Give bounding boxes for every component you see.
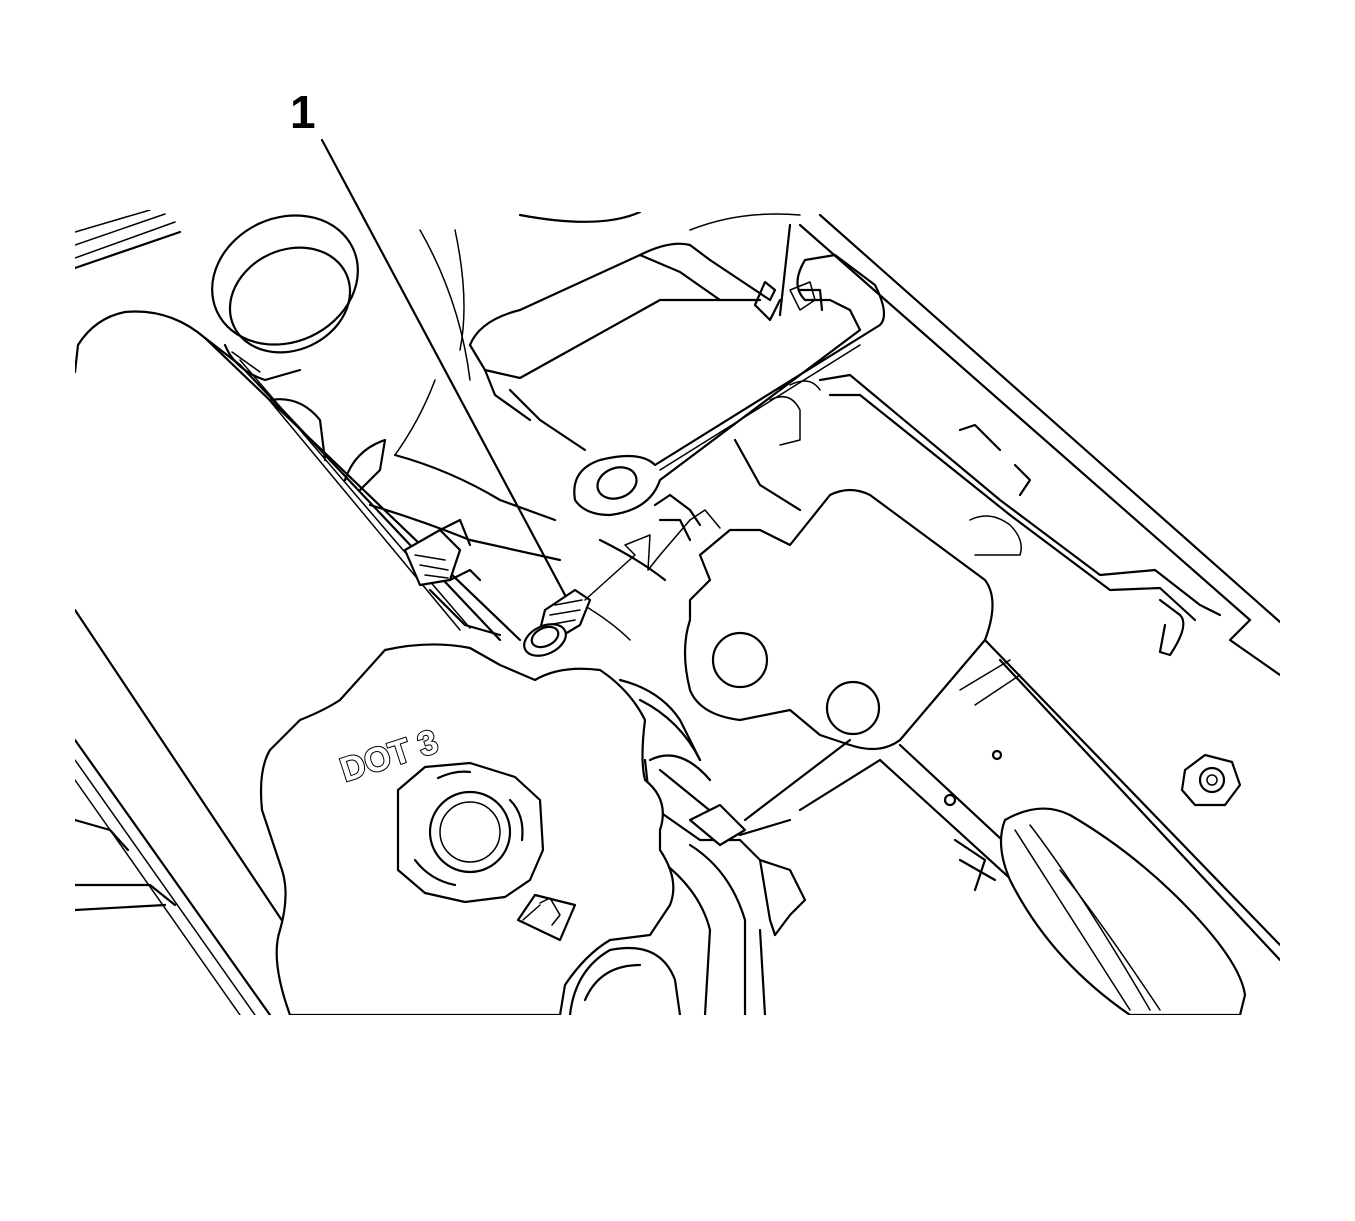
upper-left-panel <box>75 210 182 270</box>
bolt <box>523 588 592 657</box>
central-housing <box>343 210 712 782</box>
vacuum-port-boss <box>211 214 359 462</box>
callout-1: 1 <box>290 86 567 597</box>
install-direction-line <box>584 519 691 601</box>
lower-linkage <box>568 738 882 1015</box>
fluid-reservoir-cap: DOT 3 <box>259 643 675 1015</box>
link-arm <box>573 253 886 517</box>
callout-label: 1 <box>290 86 316 138</box>
upper-bracket <box>468 213 801 452</box>
line-clip <box>403 518 502 637</box>
right-beam <box>733 213 1280 677</box>
spring-seat <box>958 807 1247 1015</box>
callout-leader-line <box>320 138 567 597</box>
mounting-plate <box>653 488 994 751</box>
hex-nut <box>1180 753 1242 807</box>
